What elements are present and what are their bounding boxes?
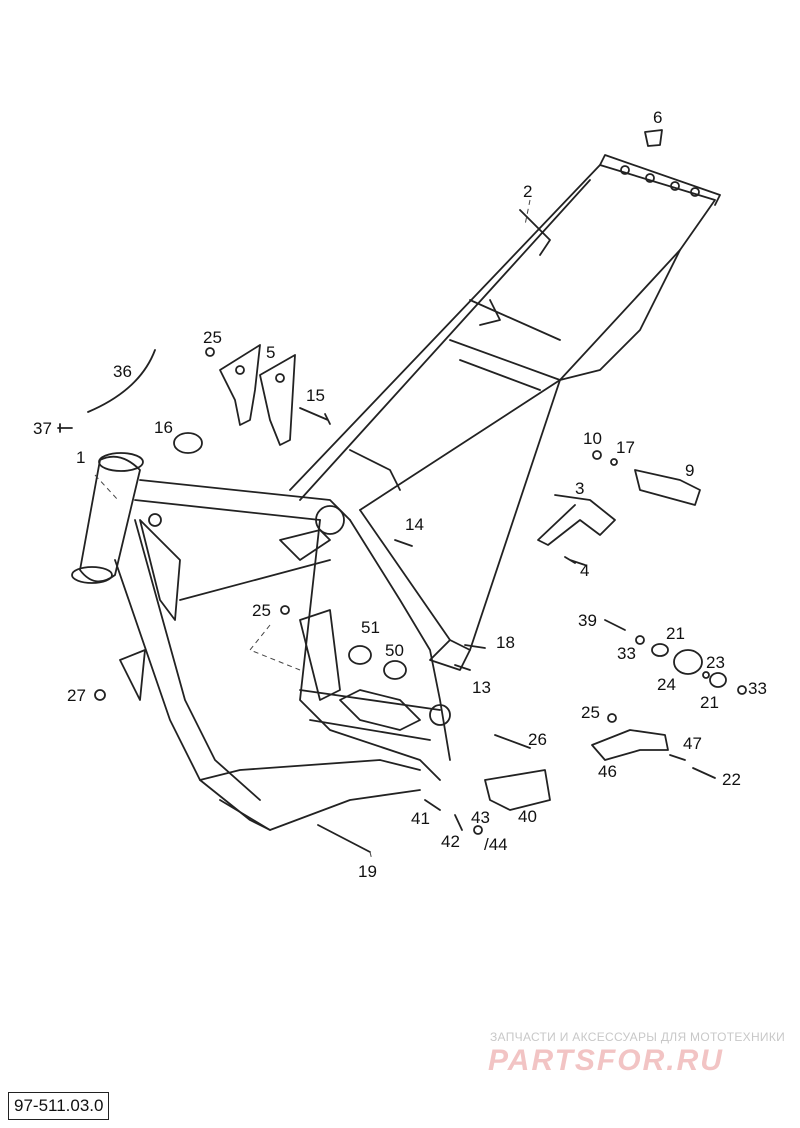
- part-43-washer: [473, 825, 483, 835]
- part-25-nut-c: [607, 713, 617, 723]
- label-27: 27: [67, 686, 86, 705]
- label-23: 23: [706, 653, 725, 672]
- label-24: 24: [657, 675, 676, 694]
- label-16: 16: [154, 418, 173, 437]
- label-3: 3: [575, 479, 584, 498]
- label-43: 43: [471, 808, 490, 827]
- label-25c: 25: [581, 703, 600, 722]
- part-39-screw: [604, 619, 626, 631]
- leader-19: [369, 851, 373, 861]
- part-40-footpeg: [484, 769, 551, 811]
- label-26: 26: [528, 730, 547, 749]
- part-labels: 1 2 3 4 5 6 9 10 13 14 15 16 17 18 19 21…: [33, 108, 767, 881]
- leader-2: [524, 199, 531, 226]
- part-9-peg: [634, 469, 701, 506]
- part-5-bracket: [219, 344, 296, 446]
- part-51-bush: [348, 645, 372, 665]
- label-15: 15: [306, 386, 325, 405]
- part-36-hose: [87, 349, 156, 413]
- part-33-washer-b: [737, 685, 747, 695]
- part-3-bracket: [537, 494, 616, 546]
- label-44: /44: [484, 835, 508, 854]
- part-42-spring: [454, 814, 463, 831]
- reference-code: 97-511.03.0: [8, 1092, 110, 1120]
- part-47-sleeve: [669, 754, 686, 761]
- label-1: 1: [76, 448, 85, 467]
- label-21a: 21: [666, 624, 685, 643]
- label-10: 10: [583, 429, 602, 448]
- leader-1: [94, 474, 119, 501]
- watermark-logo: PARTSFOR.RU: [488, 1044, 724, 1077]
- main-frame: [71, 452, 451, 831]
- label-22: 22: [722, 770, 741, 789]
- label-6: 6: [653, 108, 662, 127]
- label-13: 13: [472, 678, 491, 697]
- label-37: 37: [33, 419, 52, 438]
- part-10-nut: [592, 450, 602, 460]
- label-42: 42: [441, 832, 460, 851]
- label-51: 51: [361, 618, 380, 637]
- part-14-screw: [394, 539, 413, 547]
- part-21-bush-b: [709, 672, 727, 688]
- label-18: 18: [496, 633, 515, 652]
- label-36: 36: [113, 362, 132, 381]
- label-39: 39: [578, 611, 597, 630]
- part-26-bolt: [494, 734, 531, 749]
- part-25-nut-b: [280, 605, 290, 615]
- part-15-bolt: [299, 407, 331, 425]
- label-40: 40: [518, 807, 537, 826]
- rear-subframe: [289, 154, 721, 671]
- label-41: 41: [411, 809, 430, 828]
- label-21b: 21: [700, 693, 719, 712]
- part-37-bolt: [57, 423, 73, 433]
- label-47: 47: [683, 734, 702, 753]
- part-27-nut: [94, 689, 106, 701]
- part-41-pin: [424, 799, 441, 811]
- label-46: 46: [598, 762, 617, 781]
- label-17: 17: [616, 438, 635, 457]
- label-33b: 33: [748, 679, 767, 698]
- part-50-bush: [383, 660, 407, 680]
- label-14: 14: [405, 515, 424, 534]
- part-33-washer-a: [635, 635, 645, 645]
- part-22-bolt: [692, 767, 716, 779]
- part-18-bolt: [464, 644, 486, 649]
- part-21-bush-a: [651, 643, 669, 657]
- part-16-cap: [173, 432, 203, 454]
- part-24-spacer: [673, 649, 703, 675]
- part-25-nut-a: [205, 347, 215, 357]
- part-13-bolt: [454, 664, 471, 671]
- label-25b: 25: [252, 601, 271, 620]
- label-50: 50: [385, 641, 404, 660]
- leader-25b: [249, 624, 301, 671]
- part-19-bolt: [317, 824, 371, 853]
- label-33a: 33: [617, 644, 636, 663]
- label-9: 9: [685, 461, 694, 480]
- part-23-nut: [702, 671, 710, 679]
- label-4: 4: [580, 561, 589, 580]
- part-4-screw: [564, 556, 586, 566]
- part-46-guard: [591, 729, 669, 761]
- part-6-grommet: [644, 129, 663, 147]
- label-19: 19: [358, 862, 377, 881]
- watermark-tagline: ЗАПЧАСТИ И АКСЕССУАРЫ ДЛЯ МОТОТЕХНИКИ: [490, 1030, 786, 1044]
- label-25a: 25: [203, 328, 222, 347]
- label-2: 2: [523, 182, 532, 201]
- label-5: 5: [266, 343, 275, 362]
- part-17-washer: [610, 458, 618, 466]
